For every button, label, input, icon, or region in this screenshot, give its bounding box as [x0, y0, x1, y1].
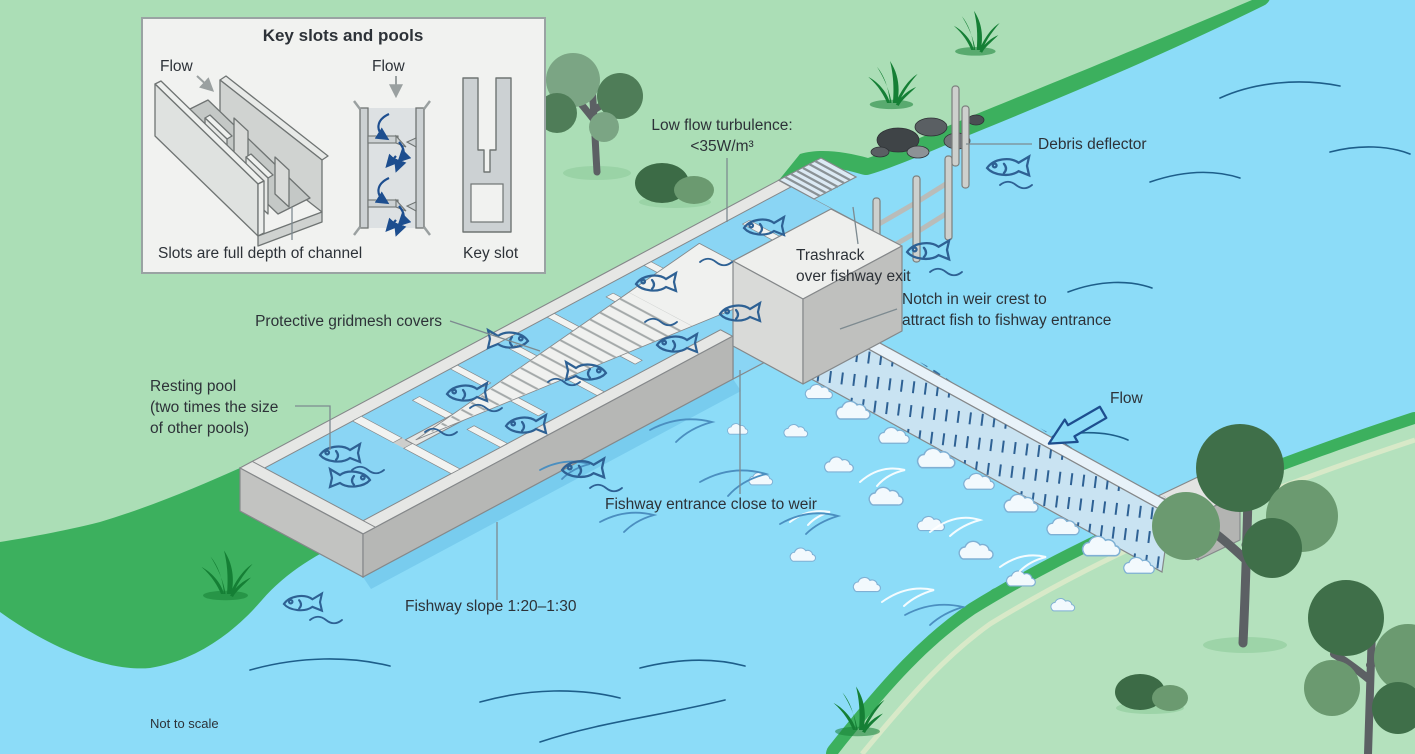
- leader-trashrack: [852, 206, 859, 245]
- label-resting-3: of other pools): [150, 420, 249, 437]
- leader-notch: [839, 308, 898, 330]
- flow-arrow-icon: [1047, 405, 1108, 445]
- label-entrance: Fishway entrance close to weir: [605, 496, 817, 513]
- annotations: Low flow turbulence: <35W/m³ Debris defl…: [150, 117, 1147, 731]
- label-slope: Fishway slope 1:20–1:30: [405, 598, 577, 615]
- leader-gridmesh: [449, 320, 541, 352]
- inset-flow-left: Flow: [160, 58, 194, 75]
- bush-right: [1115, 674, 1188, 714]
- tree-top-left: [537, 53, 643, 180]
- weir-falling-water: [804, 318, 1170, 572]
- label-resting-1: Resting pool: [150, 378, 236, 395]
- leader-lines: [295, 143, 1032, 600]
- inset-key-slot-shape: [462, 77, 512, 233]
- leader-resting: [295, 405, 331, 450]
- label-not-to-scale: Not to scale: [150, 716, 219, 731]
- inset-title: Key slots and pools: [263, 26, 424, 45]
- resting-pool: [264, 420, 452, 521]
- label-trashrack-1: Trashrack: [796, 247, 865, 264]
- label-low-flow-2: <35W/m³: [690, 138, 753, 155]
- river-flow-label: Flow: [1110, 390, 1144, 407]
- trashrack-ramp: [777, 157, 858, 200]
- label-notch-2: attract fish to fishway entrance: [902, 312, 1111, 329]
- label-resting-2: (two times the size: [150, 399, 278, 416]
- label-low-flow-1: Low flow turbulence:: [651, 117, 792, 134]
- label-notch-1: Notch in weir crest to: [902, 291, 1047, 308]
- inset-iso-channel: [154, 75, 329, 247]
- lower-pools: [415, 315, 703, 469]
- tree-right-lower: [1304, 580, 1415, 754]
- inset-key-slots: Key slots and pools Flow: [141, 17, 546, 274]
- downstream-turbulence: [539, 383, 1155, 626]
- gridmesh-cover: [426, 292, 693, 435]
- inset-caption-keyslot: Key slot: [463, 245, 519, 262]
- inset-caption-slots: Slots are full depth of channel: [158, 245, 362, 262]
- label-trashrack-2: over fishway exit: [796, 268, 911, 285]
- structure-shadow: [363, 379, 741, 589]
- control-tower: [732, 208, 903, 385]
- fishway-structure: [239, 157, 903, 589]
- inset-flow-mid: Flow: [372, 58, 406, 75]
- label-gridmesh: Protective gridmesh covers: [255, 313, 442, 330]
- bush-midfield: [635, 163, 714, 208]
- inset-flow-left-arrow: [196, 75, 215, 92]
- river-flow-arrow: Flow: [1047, 390, 1144, 445]
- blue-swirls: [539, 418, 967, 626]
- inset-plan-view: [353, 100, 431, 237]
- near-wall-face: [362, 334, 734, 579]
- tree-right-large: [1152, 424, 1338, 653]
- water-ripples: [59, 81, 1411, 743]
- label-debris: Debris deflector: [1038, 136, 1147, 153]
